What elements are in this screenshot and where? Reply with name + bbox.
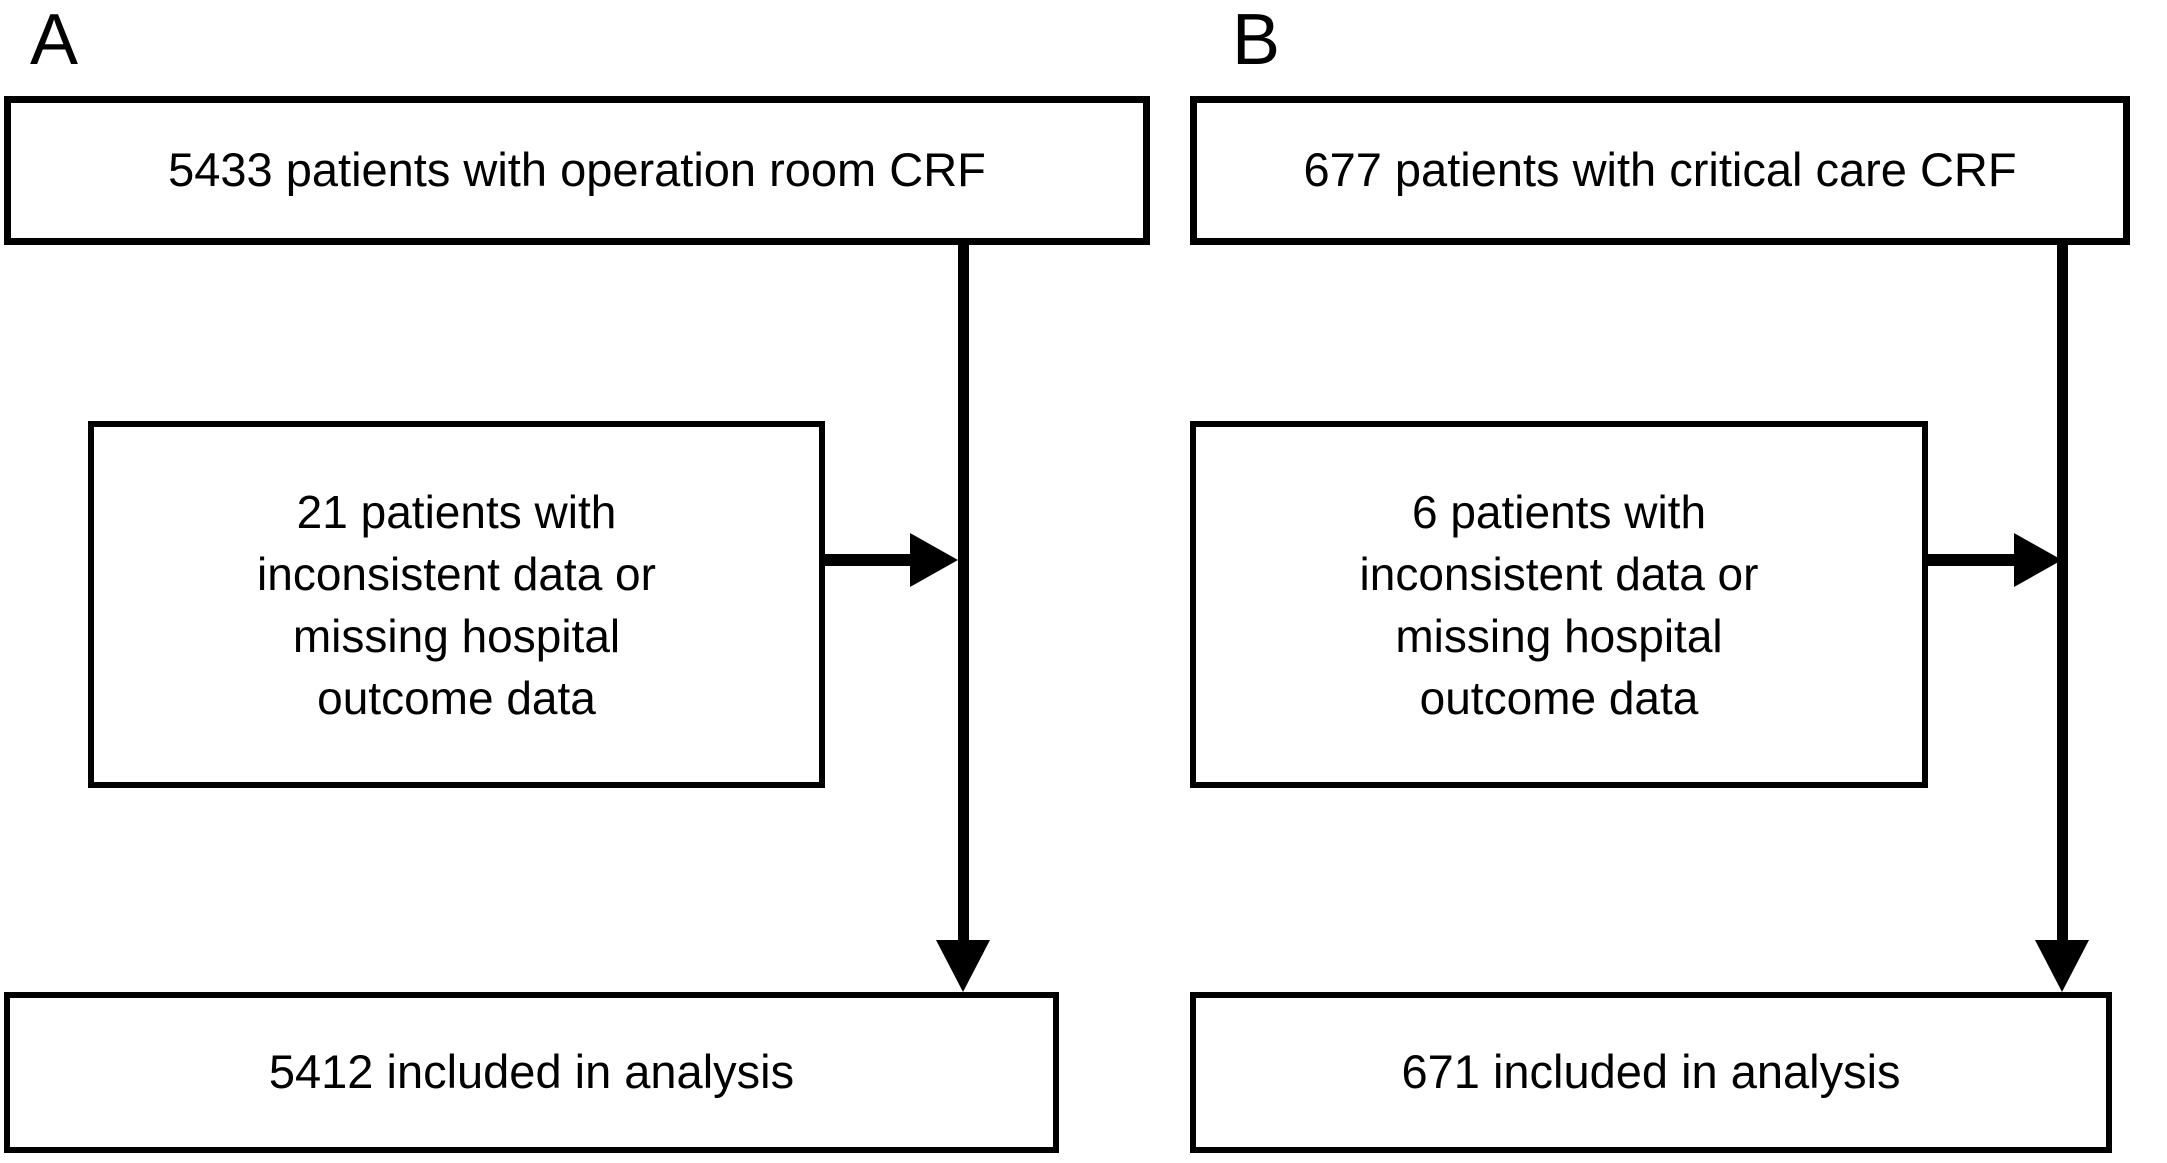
panel-a-result-text: 5412 included in analysis <box>268 1045 795 1099</box>
panel-b-exclusion-arrow-stem <box>1928 554 2014 566</box>
panel-a-label: A <box>30 0 79 80</box>
panel-a-source-text: 5433 patients with operation room CRF <box>168 143 986 197</box>
panel-a-exclusion-arrow-stem <box>824 554 910 566</box>
panel-a-exclusion-box: 21 patients with inconsistent data or mi… <box>88 421 825 788</box>
panel-a-exclusion-text: 21 patients with inconsistent data or mi… <box>257 485 656 724</box>
panel-b-exclusion-box: 6 patients with inconsistent data or mis… <box>1190 421 1928 788</box>
panel-b-exclusion-text: 6 patients with inconsistent data or mis… <box>1359 485 1759 724</box>
panel-b-flow-arrow-head-icon <box>2035 940 2089 992</box>
panel-a-source-box: 5433 patients with operation room CRF <box>4 96 1150 245</box>
panel-b-source-box: 677 patients with critical care CRF <box>1190 96 2130 245</box>
panel-b-result-text: 671 included in analysis <box>1401 1045 1901 1099</box>
panel-b-exclusion-arrow-head-icon <box>2014 533 2062 587</box>
panel-a-flow-arrow-stem <box>958 245 969 942</box>
panel-b-result-box: 671 included in analysis <box>1190 992 2112 1153</box>
panel-b-source-text: 677 patients with critical care CRF <box>1303 143 2017 197</box>
panel-a-exclusion-arrow-head-icon <box>910 533 958 587</box>
panel-b-label: B <box>1232 0 1281 80</box>
panel-b-flow-arrow-stem <box>2057 245 2068 942</box>
panel-a-flow-arrow-head-icon <box>936 940 990 992</box>
panel-a-result-box: 5412 included in analysis <box>4 992 1059 1153</box>
